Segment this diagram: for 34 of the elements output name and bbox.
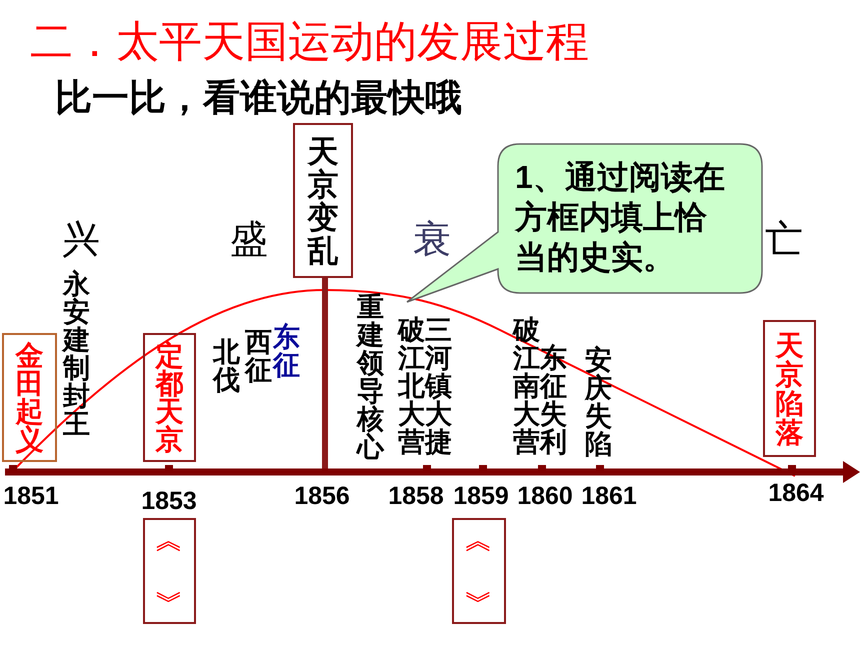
year-label: 1856 [294,483,350,510]
subtitle: 比一比，看谁说的最快哦 [55,79,462,118]
year-label: 1861 [581,483,637,510]
year-label: 1860 [517,483,573,510]
instruction-text: 1、通过阅读在方框内填上恰当的史实。 [515,158,726,277]
event-label: 北伐 [213,338,240,394]
event-label: 永安建制封王 [63,270,90,438]
event-label: 三河镇大捷 [425,316,452,456]
event-label: 东征 [273,323,300,379]
answer-box [452,518,506,624]
book-title-mark: ︾ [465,588,493,616]
book-title-mark: ︽ [465,526,493,554]
book-title-mark: ︾ [156,588,184,616]
event-label: 破江南大营 [513,316,540,456]
event-label: 重建领导核心 [357,293,384,461]
year-label: 1858 [388,483,444,510]
book-title-mark: ︽ [156,526,184,554]
event-box: 金田起义 [2,333,57,462]
event-label: 安庆失陷 [585,346,612,458]
year-label: 1851 [3,483,59,510]
event-label: 破江北大营 [398,316,425,456]
event-label: 西征 [245,328,272,384]
stage-label: 盛 [230,221,268,261]
event-box: 天京陷落 [763,320,816,457]
year-label: 1853 [141,488,197,514]
answer-box [143,518,196,624]
title: 二．太平天国运动的发展过程 [30,19,589,66]
event-box: 定都天京 [143,333,196,462]
stage-label: 衰 [413,221,451,261]
event-box: 天京变乱 [293,123,353,278]
year-label: 1864 [768,480,824,506]
stage-label: 兴 [62,221,100,261]
stage-label: 亡 [765,221,803,261]
year-label: 1859 [453,483,509,510]
